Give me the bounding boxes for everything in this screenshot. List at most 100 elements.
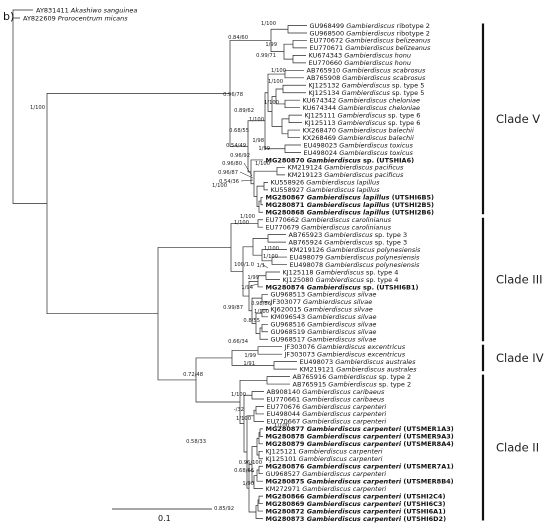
accession: AB765910	[307, 67, 343, 75]
accession: EU498079	[290, 253, 326, 261]
leaf-label: EU498073 Gambierdiscus australes	[300, 358, 417, 366]
species-name: Gambierdiscus carpenteri	[302, 403, 386, 411]
support-value: 0.96/78	[223, 92, 243, 98]
support-value: 0.96/87	[218, 170, 238, 176]
tree-branch	[273, 365, 297, 370]
strain-epithet: (UTSHI2B5)	[390, 201, 434, 209]
tree-branch	[283, 51, 293, 60]
tree-branch	[157, 247, 231, 314]
tree-branch	[257, 346, 282, 351]
tree-branch	[229, 93, 248, 147]
accession: MG280876	[266, 463, 307, 471]
panel-label: b)	[3, 10, 14, 23]
support-value: 0.66/34	[228, 339, 249, 345]
tree-branch	[258, 200, 261, 207]
support-value: 0.54/36	[219, 179, 239, 185]
species-name: Gambierdiscus toxicus	[339, 141, 413, 149]
leaf-label: GU968499 Gambierdiscus ribotype 2	[310, 22, 430, 30]
tree-branch	[266, 380, 290, 385]
tree-branch	[284, 69, 304, 75]
leaf-label-new-strain: MG280871 Gambierdiscus lapillus (UTSHI2B…	[266, 201, 435, 209]
leaf-label: AB765923 Gambierdiscus sp. type 3	[289, 231, 408, 239]
tree-branch	[251, 297, 262, 311]
species-name: Gambierdiscus silvae	[307, 291, 376, 299]
tree-branch	[229, 40, 271, 94]
accession: EU770679	[266, 223, 302, 231]
species-name: Gambierdiscus lapillus	[306, 179, 380, 187]
support-value: 100/1.0	[234, 262, 254, 268]
tree-branch	[243, 423, 247, 453]
tree-branch	[248, 296, 252, 312]
tree-branch	[281, 126, 288, 135]
species-name: Gambierdiscus	[346, 22, 395, 30]
tree-branch	[243, 394, 252, 424]
tree-branch	[267, 73, 285, 93]
tree-branch	[263, 186, 268, 191]
tree-branch	[258, 465, 263, 470]
support-pointer	[243, 162, 253, 177]
species-name: Gambierdiscus lapillus	[307, 201, 390, 209]
strain-epithet: sp. type 6	[386, 111, 420, 119]
tree-branch	[256, 475, 263, 482]
strain-epithet: sp. type 3	[373, 238, 407, 246]
tree-branch	[261, 313, 268, 318]
tree-branch	[252, 238, 268, 247]
tree-branch	[257, 505, 263, 512]
support-value: 0.54/49	[226, 143, 246, 149]
leaf-label: EU498079 Gambierdiscus polynesiensis	[290, 253, 421, 261]
support-pointer	[247, 469, 255, 473]
support-value: 1/98	[252, 138, 264, 144]
strain-epithet: (UTSHI6A1)	[401, 507, 446, 515]
strain-epithet: sp. type 5	[390, 89, 424, 97]
support-pointer	[239, 171, 254, 179]
leaf-label-new-strain: MG280874 Gambierdiscus sp. (UTSHI6B1)	[266, 283, 419, 291]
strain-epithet: ribotype 2	[395, 29, 430, 37]
species-name: Gambierdiscus balechii	[338, 126, 414, 134]
tree-branch	[253, 475, 257, 483]
species-name: Gambierdiscus silvae	[304, 306, 373, 314]
tree-branch	[275, 96, 285, 105]
accession: KU674343	[309, 52, 345, 60]
strain-epithet: sp. (UTSHIA6)	[361, 156, 414, 164]
species-name: Gambierdiscus carpenteri	[299, 455, 383, 463]
support-value: 1/100	[263, 254, 278, 260]
leaf-label-new-strain: MG280870 Gambierdiscus sp. (UTSHIA6)	[266, 156, 415, 164]
support-value: 1/90	[242, 481, 254, 487]
strain-epithet: (UTSMER7A1)	[401, 463, 454, 471]
leaf-label: JF303077 Gambierdiscus silvae	[270, 298, 373, 306]
support-value: 1/100	[264, 246, 279, 252]
tree-branch	[261, 249, 287, 256]
tree-branch	[247, 146, 251, 173]
tree-branch	[256, 196, 259, 207]
tree-branch	[271, 260, 287, 265]
species-name: Gambierdiscus	[338, 111, 387, 119]
clade-label: Clade IV	[496, 351, 544, 365]
tree-branch	[276, 167, 285, 172]
accession: GU968527	[266, 470, 303, 478]
tree-branch	[267, 234, 286, 239]
tree-branch	[231, 357, 274, 366]
tree-branch	[284, 74, 304, 79]
tree-branch	[253, 409, 256, 416]
outgroup-label: AY822609 Prorocentrum micans	[23, 14, 128, 22]
species-name: Gambierdiscus carpenteri	[307, 507, 402, 515]
leaf-label: KJ125080 Gambierdiscus sp. type 4	[283, 276, 399, 284]
clade-label: Clade II	[496, 441, 539, 455]
tree-branch	[258, 206, 263, 213]
species-name: Gambierdiscus	[307, 156, 361, 164]
species-name: Gambierdiscus	[316, 276, 365, 284]
tree-branch	[258, 455, 263, 460]
species-name: Gambierdiscus pacificus	[324, 164, 404, 172]
accession: AB765915	[293, 380, 329, 388]
accession: KM219124	[288, 164, 325, 172]
tree-branch	[288, 118, 302, 123]
tree-branch	[287, 29, 307, 34]
accession: KJ125121	[266, 448, 299, 456]
accession: GU968516	[271, 321, 308, 329]
tree-branch	[259, 432, 263, 437]
accession: KJ125111	[305, 111, 338, 119]
strain-epithet: sp. type 5	[390, 82, 424, 90]
tree-branch	[292, 40, 307, 45]
tree-branch	[256, 469, 259, 476]
